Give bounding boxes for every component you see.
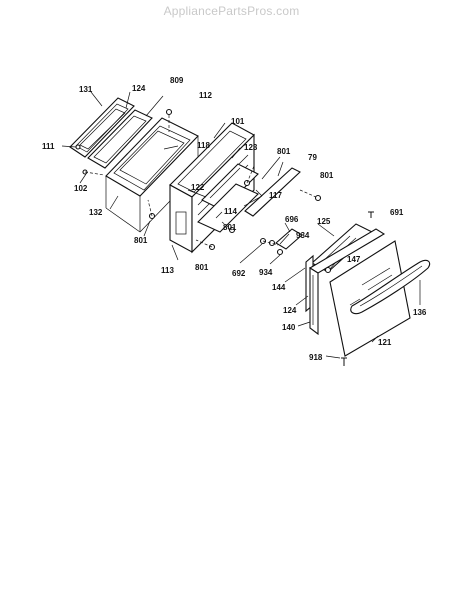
leader-lines [61,91,421,359]
callout-79: 79 [308,153,317,162]
screw-809 [165,108,173,132]
screw-934-b [276,248,284,256]
part-136-handle [350,259,431,315]
callout-140: 140 [282,323,296,332]
callout-111: 111 [42,142,55,151]
part-114-insulation [197,183,259,233]
callout-136: 136 [413,308,427,317]
callout-114: 114 [224,207,237,216]
callout-124-top: 124 [132,84,146,93]
screw-801-e [195,239,216,251]
screw-918 [341,357,347,366]
callout-123: 123 [244,143,258,152]
callout-692: 692 [232,269,246,278]
callout-144: 144 [272,283,286,292]
callout-934-b: 934 [259,268,273,277]
screw-102 [82,169,105,176]
screw-147 [324,266,332,274]
callout-809: 809 [170,76,184,85]
callout-696: 696 [285,215,299,224]
callout-102: 102 [74,184,88,193]
screw-691 [368,211,374,218]
screw-801-b [299,189,322,202]
callout-801-d: 801 [223,223,237,232]
callout-125: 125 [317,217,331,226]
part-124-gasket [87,109,153,169]
callout-801-c: 801 [134,236,148,245]
callout-918: 918 [309,353,323,362]
watermark: AppliancePartsPros.com [163,4,300,18]
part-79-vent-trim [244,167,301,217]
callout-132: 132 [89,208,103,217]
callout-691: 691 [390,208,404,217]
part-696-bracket [275,228,303,250]
screw-801-d [221,221,236,234]
callout-113: 113 [161,266,174,275]
callout-112: 112 [199,91,212,100]
callout-117: 117 [269,191,282,200]
callout-121: 121 [378,338,392,347]
callout-801-a: 801 [277,147,291,156]
screw-801-a [243,165,255,187]
callout-801-b: 801 [320,171,334,180]
callout-122: 122 [191,183,205,192]
callout-labels: 131 124 809 112 111 101 118 123 801 79 8… [42,76,427,362]
callout-147: 147 [347,255,361,264]
screw-801-c [147,199,156,220]
screw-692 [259,237,279,246]
callout-118: 118 [197,141,210,150]
callout-934-a: 934 [296,231,310,240]
part-131-inner-window [69,97,135,158]
callout-131: 131 [79,85,93,94]
callout-101: 101 [231,117,245,126]
callout-801-e: 801 [195,263,209,272]
part-140-door-frame [308,228,386,336]
screw-111 [75,144,81,150]
callout-124-bottom: 124 [283,306,297,315]
